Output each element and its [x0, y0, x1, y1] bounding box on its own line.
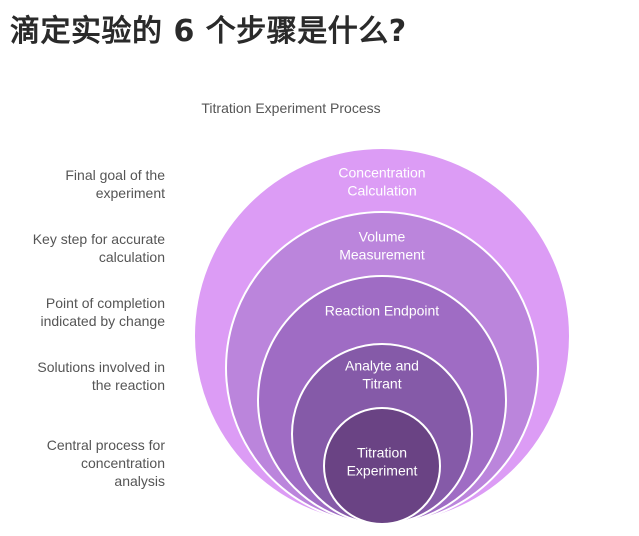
layer-5-description: Central process for concentration analys… [0, 436, 165, 490]
layer-4-label-line: Analyte and [345, 358, 419, 374]
description-line: Point of completion [45, 295, 165, 311]
description-line: the reaction [91, 377, 165, 393]
layer-1-description: Final goal of the experiment [0, 166, 165, 202]
layer-5-label-line: Experiment [347, 463, 418, 479]
description-line: Final goal of the [65, 167, 165, 183]
layer-1-label-line: Calculation [347, 183, 416, 199]
page-title: 滴定实验的 6 个步骤是什么? [10, 14, 407, 49]
description-line: experiment [95, 185, 165, 201]
description-line: calculation [98, 249, 165, 265]
description-line: concentration [80, 455, 165, 471]
layer-3-label-line: Reaction Endpoint [325, 303, 440, 319]
description-line: indicated by change [40, 313, 165, 329]
description-line: Key step for accurate [32, 231, 165, 247]
description-line: Central process for [46, 437, 165, 453]
layer-4-label-line: Titrant [362, 376, 401, 392]
layer-1-label-line: Concentration [338, 165, 425, 181]
layer-5-circle [323, 407, 441, 525]
description-line: Solutions involved in [37, 359, 165, 375]
layer-2-label-line: Measurement [339, 247, 425, 263]
layer-5-label-line: Titration [357, 445, 407, 461]
diagram-title: Titration Experiment Process [201, 100, 381, 116]
layer-3-description: Point of completion indicated by change [0, 294, 165, 330]
layer-2-label-line: Volume [359, 229, 406, 245]
description-line: analysis [114, 473, 165, 489]
layer-2-description: Key step for accurate calculation [0, 230, 165, 266]
layer-4-description: Solutions involved in the reaction [0, 358, 165, 394]
